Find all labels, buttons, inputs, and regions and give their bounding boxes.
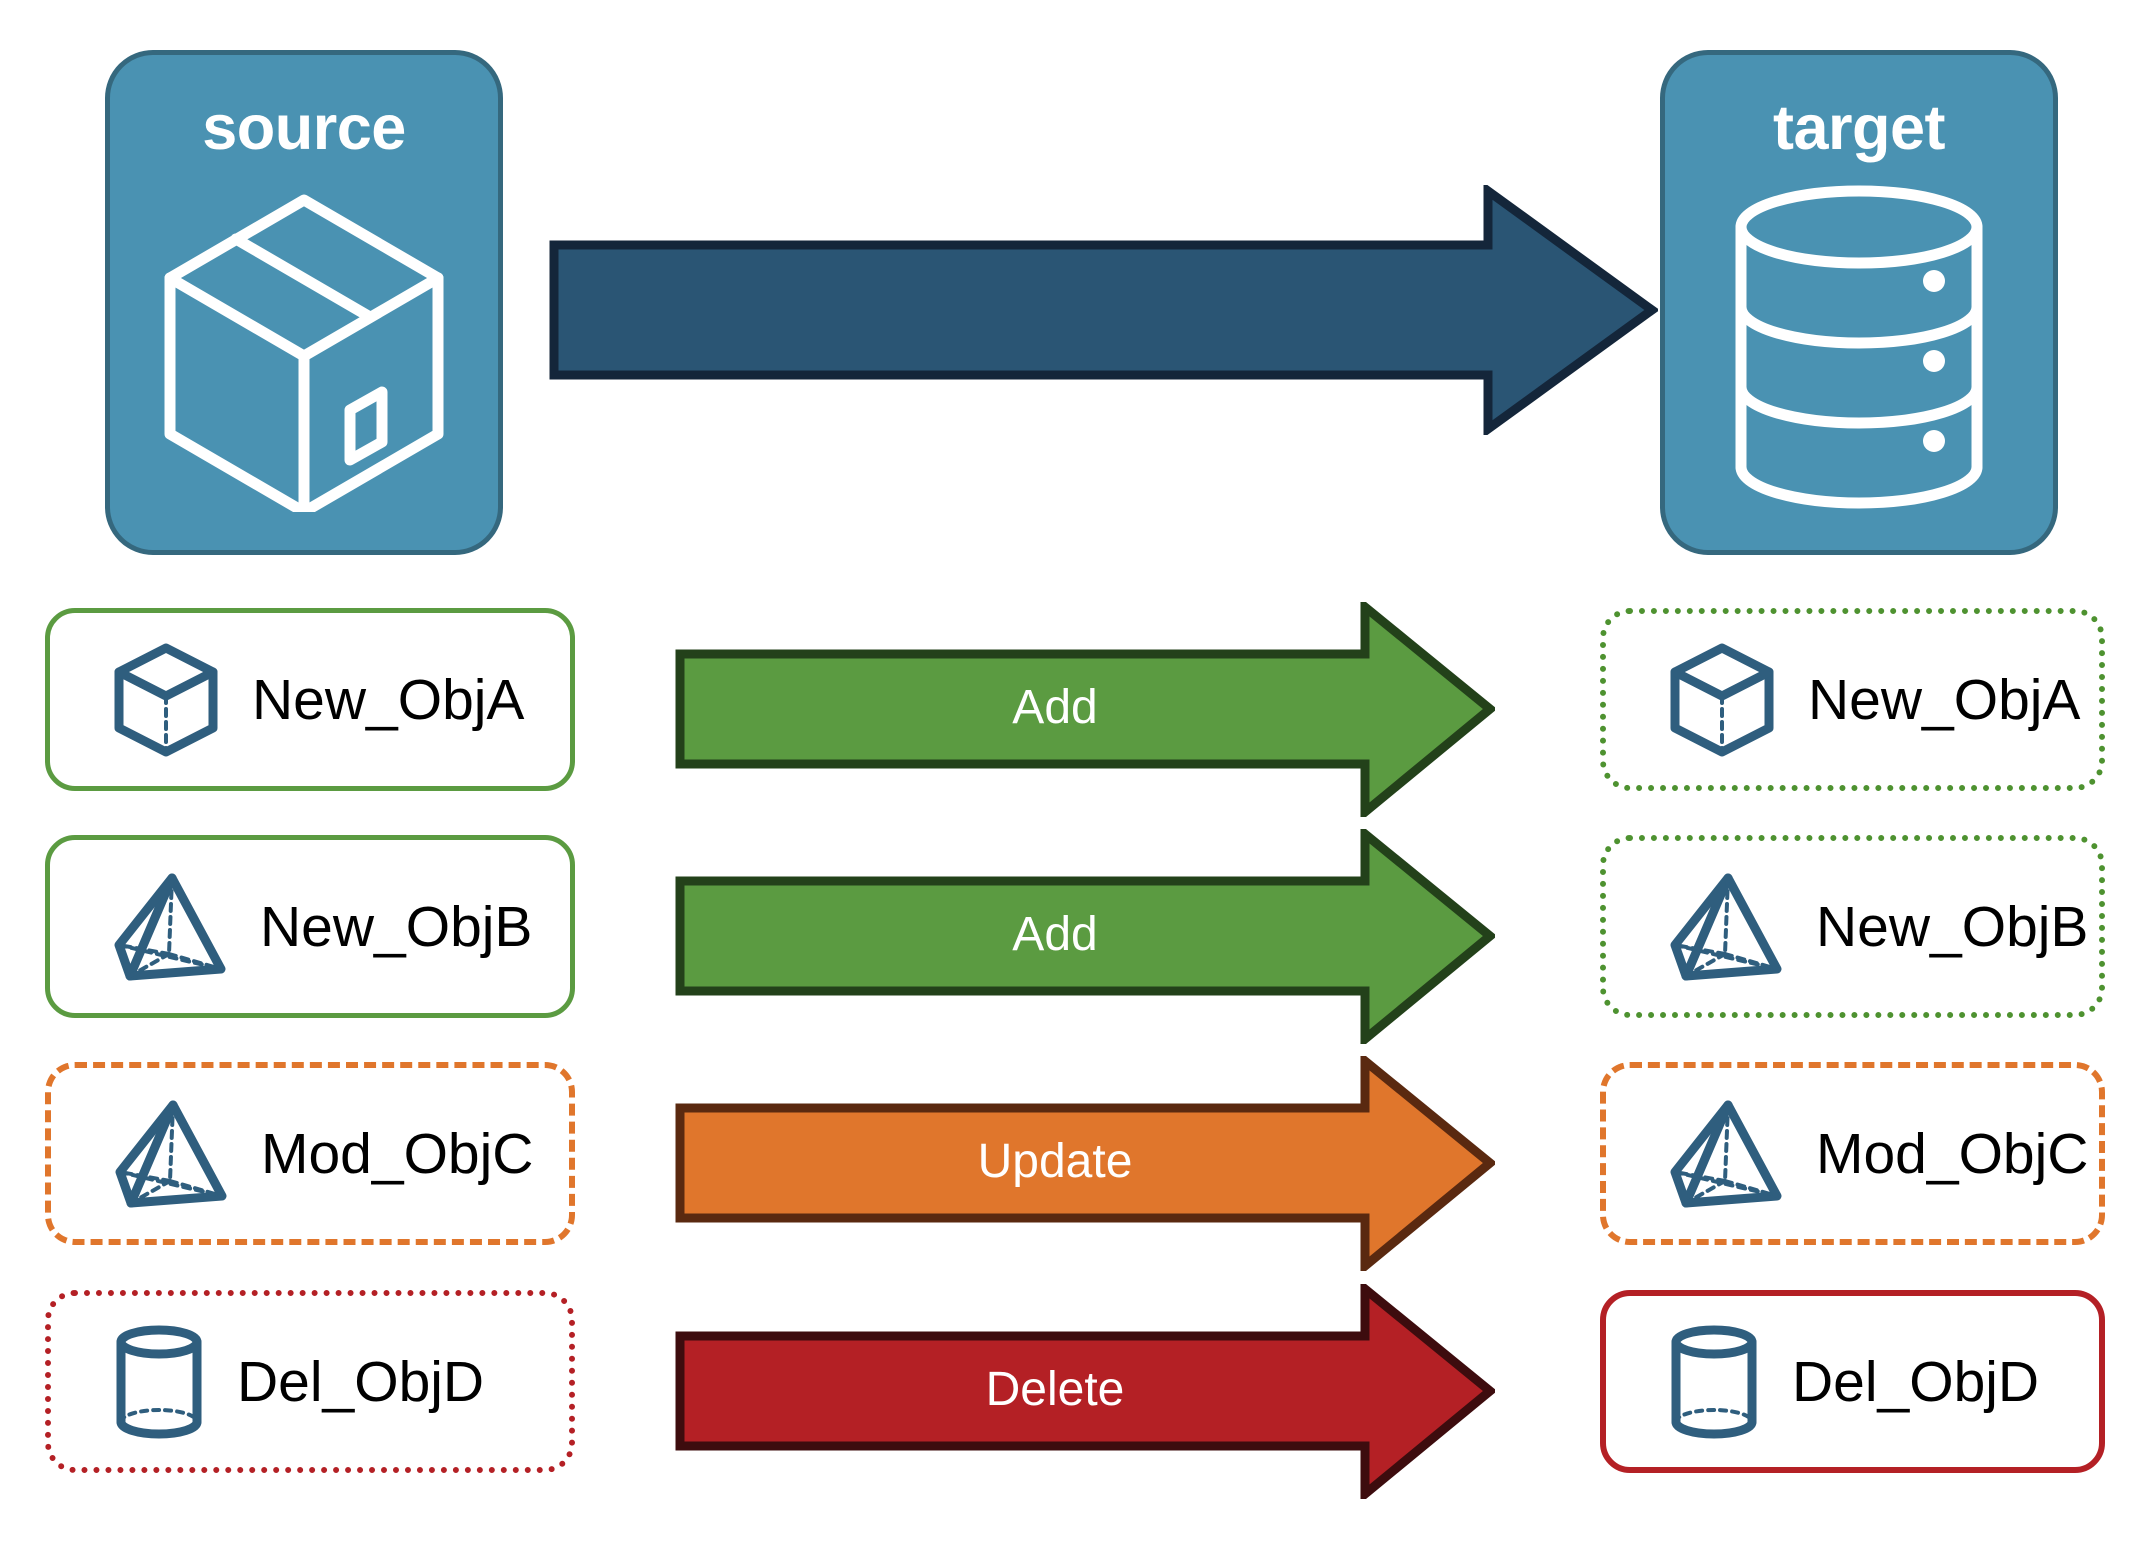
source-object-label: Mod_ObjC: [261, 1121, 534, 1186]
target-object-label: Mod_ObjC: [1816, 1121, 2089, 1186]
source-object-card[interactable]: New_ObjA: [45, 608, 575, 791]
target-panel-title: target: [1772, 93, 1946, 163]
target-object-card[interactable]: New_ObjB: [1600, 835, 2105, 1018]
wireframe-cube-icon: [112, 641, 220, 759]
target-panel: target: [1660, 50, 2058, 555]
source-object-card[interactable]: New_ObjB: [45, 835, 575, 1018]
action-arrow-update: Update: [675, 1056, 1495, 1271]
wireframe-pyramid-icon: [112, 871, 228, 983]
database-cylinder-icon: [1729, 182, 1989, 512]
wireframe-cube-icon: [1668, 641, 1776, 759]
wireframe-cylinder-icon: [1668, 1323, 1760, 1441]
source-object-card[interactable]: Del_ObjD: [45, 1290, 575, 1473]
target-object-card[interactable]: New_ObjA: [1600, 608, 2105, 791]
source-object-card[interactable]: Mod_ObjC: [45, 1062, 575, 1245]
wireframe-pyramid-icon: [113, 1098, 229, 1210]
comparison-row: New_ObjA Add New_ObjA: [0, 602, 2150, 817]
target-object-card[interactable]: Del_ObjD: [1600, 1290, 2105, 1473]
target-object-card[interactable]: Mod_ObjC: [1600, 1062, 2105, 1245]
comparison-row: Del_ObjD Delete Del_ObjD: [0, 1284, 2150, 1499]
package-box-icon: [154, 182, 454, 512]
wireframe-pyramid-icon: [1668, 1098, 1784, 1210]
target-object-label: Del_ObjD: [1792, 1349, 2040, 1414]
source-object-label: New_ObjB: [260, 894, 533, 959]
action-arrow-delete: Delete: [675, 1284, 1495, 1499]
source-panel-title: source: [202, 93, 406, 163]
target-object-label: New_ObjB: [1816, 894, 2089, 959]
comparison-row: Mod_ObjC Update Mod_ObjC: [0, 1056, 2150, 1271]
wireframe-cylinder-icon: [113, 1323, 205, 1441]
schema-compare-arrow: Schema compare: [548, 185, 1658, 514]
comparison-row: New_ObjB Add New_ObjB: [0, 829, 2150, 1044]
action-arrow-add: Add: [675, 829, 1495, 1044]
schema-compare-arrow-label: Schema compare: [914, 461, 1292, 514]
source-object-label: New_ObjA: [252, 667, 525, 732]
action-arrow-add: Add: [675, 602, 1495, 817]
wireframe-pyramid-icon: [1668, 871, 1784, 983]
source-panel: source: [105, 50, 503, 555]
target-object-label: New_ObjA: [1808, 667, 2081, 732]
source-object-label: Del_ObjD: [237, 1349, 485, 1414]
